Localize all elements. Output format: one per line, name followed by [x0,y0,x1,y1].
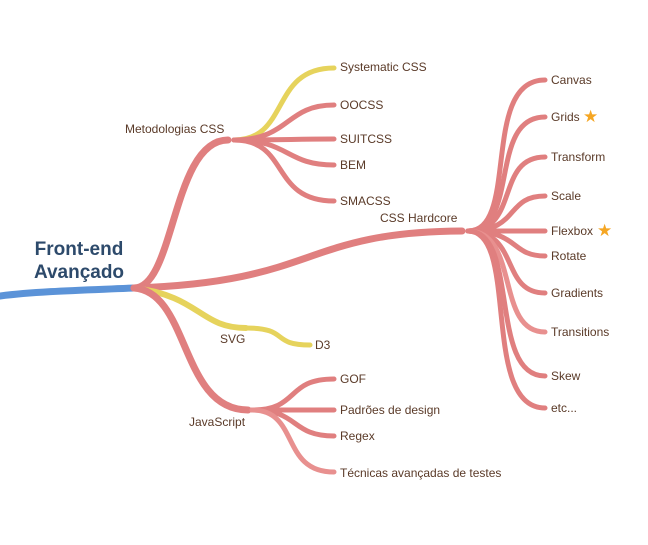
connector-tecnicas [249,407,337,475]
node-systematic-css[interactable]: Systematic CSS [340,60,427,74]
node-regex[interactable]: Regex [340,429,375,443]
node-gof[interactable]: GOF [340,372,366,386]
connector-etc [465,228,548,411]
connector-smacss [231,137,337,204]
node-padroes-de-design[interactable]: Padrões de design [340,403,441,417]
node-suitcss[interactable]: SUITCSS [340,132,393,146]
node-scale[interactable]: Scale [551,189,582,203]
node-skew[interactable]: Skew [551,369,581,383]
node-css-hardcore[interactable]: CSS Hardcore [380,211,458,225]
node-etc[interactable]: etc... [551,401,578,415]
node-svg[interactable]: SVG [220,332,246,346]
connector-javascript [130,284,252,414]
node-gradients[interactable]: Gradients [551,286,604,300]
node-metodologias-css[interactable]: Metodologias CSS [125,122,225,136]
node-canvas[interactable]: Canvas [551,73,592,87]
root-title-line2: Avançado [33,262,125,283]
root-connector [0,284,138,300]
connector-gof [249,376,337,413]
connector-css-hardcore [130,227,466,292]
node-bem[interactable]: BEM [340,158,367,172]
node-tecnicas-avancadas-de-testes[interactable]: Técnicas avançadas de testes [340,466,502,480]
node-javascript[interactable]: JavaScript [189,415,246,429]
node-transitions[interactable]: Transitions [551,325,610,339]
node-grids[interactable]: Grids [551,110,580,124]
node-oocss[interactable]: OOCSS [340,98,384,112]
connector-d3 [243,325,313,348]
star-icon: ★ [583,107,599,126]
root-node[interactable]: Front-end Avançado [20,238,138,284]
node-flexbox[interactable]: Flexbox [551,224,594,238]
connector-metodologias [130,136,232,292]
connector-oocss [231,102,337,143]
star-icon: ★ [597,221,613,240]
node-rotate[interactable]: Rotate [551,249,587,263]
node-smacss[interactable]: SMACSS [340,194,391,208]
node-d3[interactable]: D3 [315,338,331,352]
node-transform[interactable]: Transform [551,150,606,164]
root-title-line1: Front-end [34,239,124,260]
